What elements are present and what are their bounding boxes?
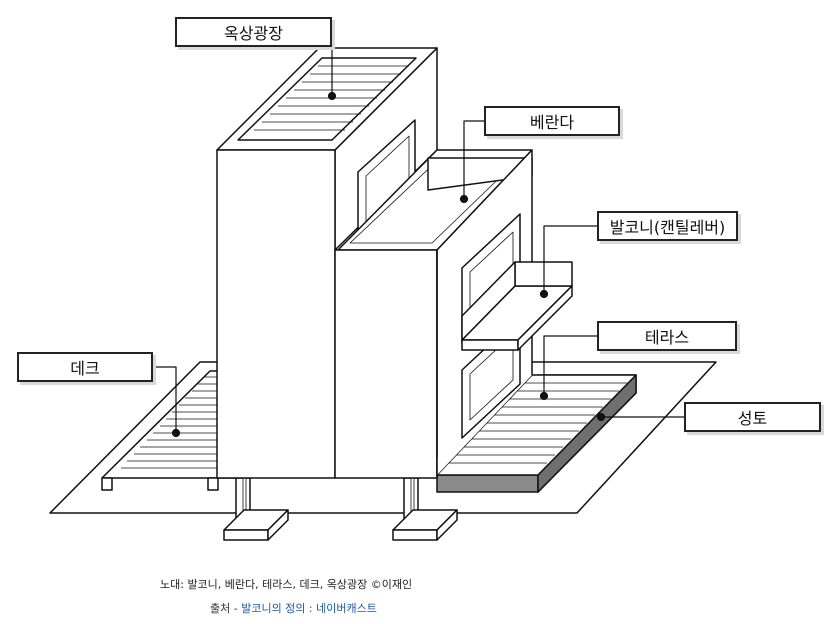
leader-deck [153, 366, 177, 433]
leader-dot-veranda [459, 194, 469, 204]
upper-tower [216, 47, 438, 251]
veranda-tray [337, 149, 533, 251]
leader-dot-balcony [539, 289, 549, 299]
figure-caption: 노대: 발코니, 베란다, 테라스, 데크, 옥상광장 ©이재인 [160, 578, 413, 591]
figure-source: 출처 - 발코니의 정의 : 네이버캐스트 [210, 600, 377, 616]
leader-lines [153, 32, 684, 438]
label-deck: 데크 [17, 352, 153, 382]
label-balcony-cantilever: 발코니(캔틸레버) [597, 211, 738, 241]
leader-veranda [463, 120, 484, 199]
label-terrace: 테라스 [597, 321, 737, 351]
leader-dot-deck [171, 428, 181, 438]
leader-balcony [543, 225, 597, 294]
leader-dot-terrace [539, 391, 549, 401]
cantilever-balcony [461, 261, 573, 351]
source-prefix: 출처 - [210, 602, 242, 615]
leader-dot-soil [596, 412, 606, 422]
label-veranda: 베란다 [484, 106, 620, 136]
leader-dot-rooftop [327, 91, 337, 101]
source-link[interactable]: 발코니의 정의 : 네이버캐스트 [241, 602, 377, 615]
label-rooftop-plaza: 옥상광장 [175, 17, 332, 47]
leader-terrace [543, 335, 597, 396]
label-soil-fill: 성토 [684, 402, 821, 432]
